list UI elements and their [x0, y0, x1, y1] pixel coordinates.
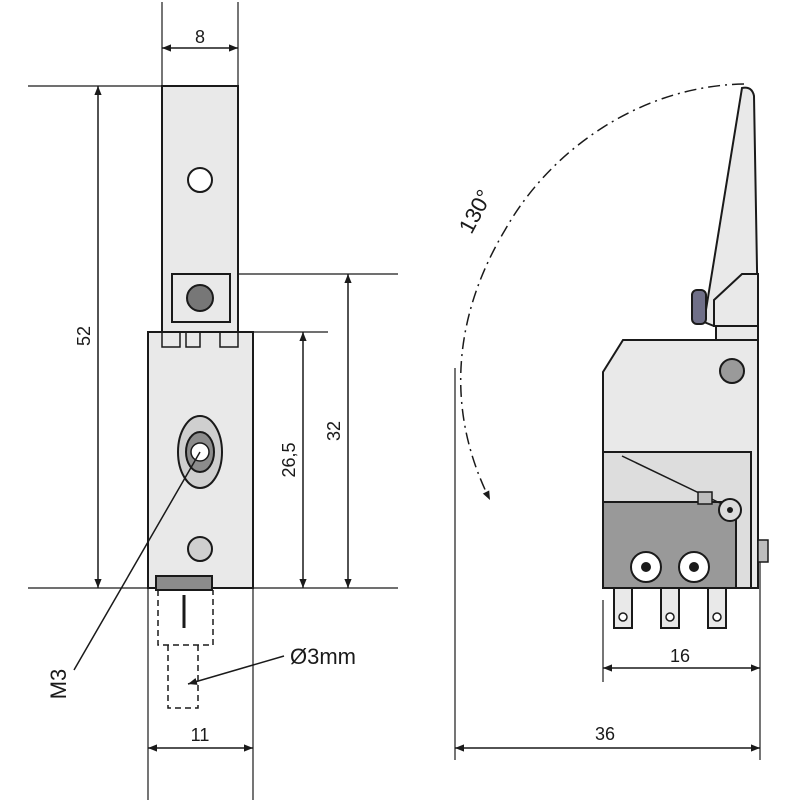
front-view: 8 52 32 26,5 11 M3 Ø3mm [28, 2, 398, 800]
side-button [757, 539, 769, 563]
side-screw [719, 358, 745, 384]
terminal-left [613, 587, 633, 629]
terminal-middle [660, 587, 680, 629]
micro-switch-plunger [697, 491, 713, 505]
dim-label-26-5: 26,5 [279, 442, 299, 477]
dim-label-36: 36 [595, 724, 615, 744]
dashed-shaft [157, 590, 214, 709]
bottom-cap [155, 575, 213, 591]
lever-bracket [713, 273, 759, 327]
clamp-screw [186, 284, 214, 312]
hole-leader [187, 655, 285, 685]
dim-label-8: 8 [195, 27, 205, 47]
lever-hole [187, 167, 213, 193]
micro-switch-roller-axle [727, 507, 733, 513]
hole-diameter-label: Ø3mm [290, 644, 356, 669]
thread-label-m3: M3 [46, 669, 71, 700]
dim-label-52: 52 [74, 326, 94, 346]
lever-base [715, 325, 759, 341]
body-lower-hole [187, 536, 213, 562]
swing-angle-arc [460, 83, 745, 501]
terminal-right [707, 587, 727, 629]
m3-leader [73, 451, 201, 671]
mounting-hole-right-center [689, 562, 699, 572]
dim-label-11: 11 [191, 725, 210, 745]
body-top-slot [161, 332, 239, 348]
mounting-hole-left-center [641, 562, 651, 572]
side-view: 130° 16 36 [454, 83, 769, 760]
dim-label-32: 32 [324, 421, 344, 441]
angle-label: 130° [454, 186, 497, 238]
dim-label-16: 16 [670, 646, 690, 666]
micro-switch [602, 501, 737, 589]
lever-pivot [691, 289, 707, 325]
